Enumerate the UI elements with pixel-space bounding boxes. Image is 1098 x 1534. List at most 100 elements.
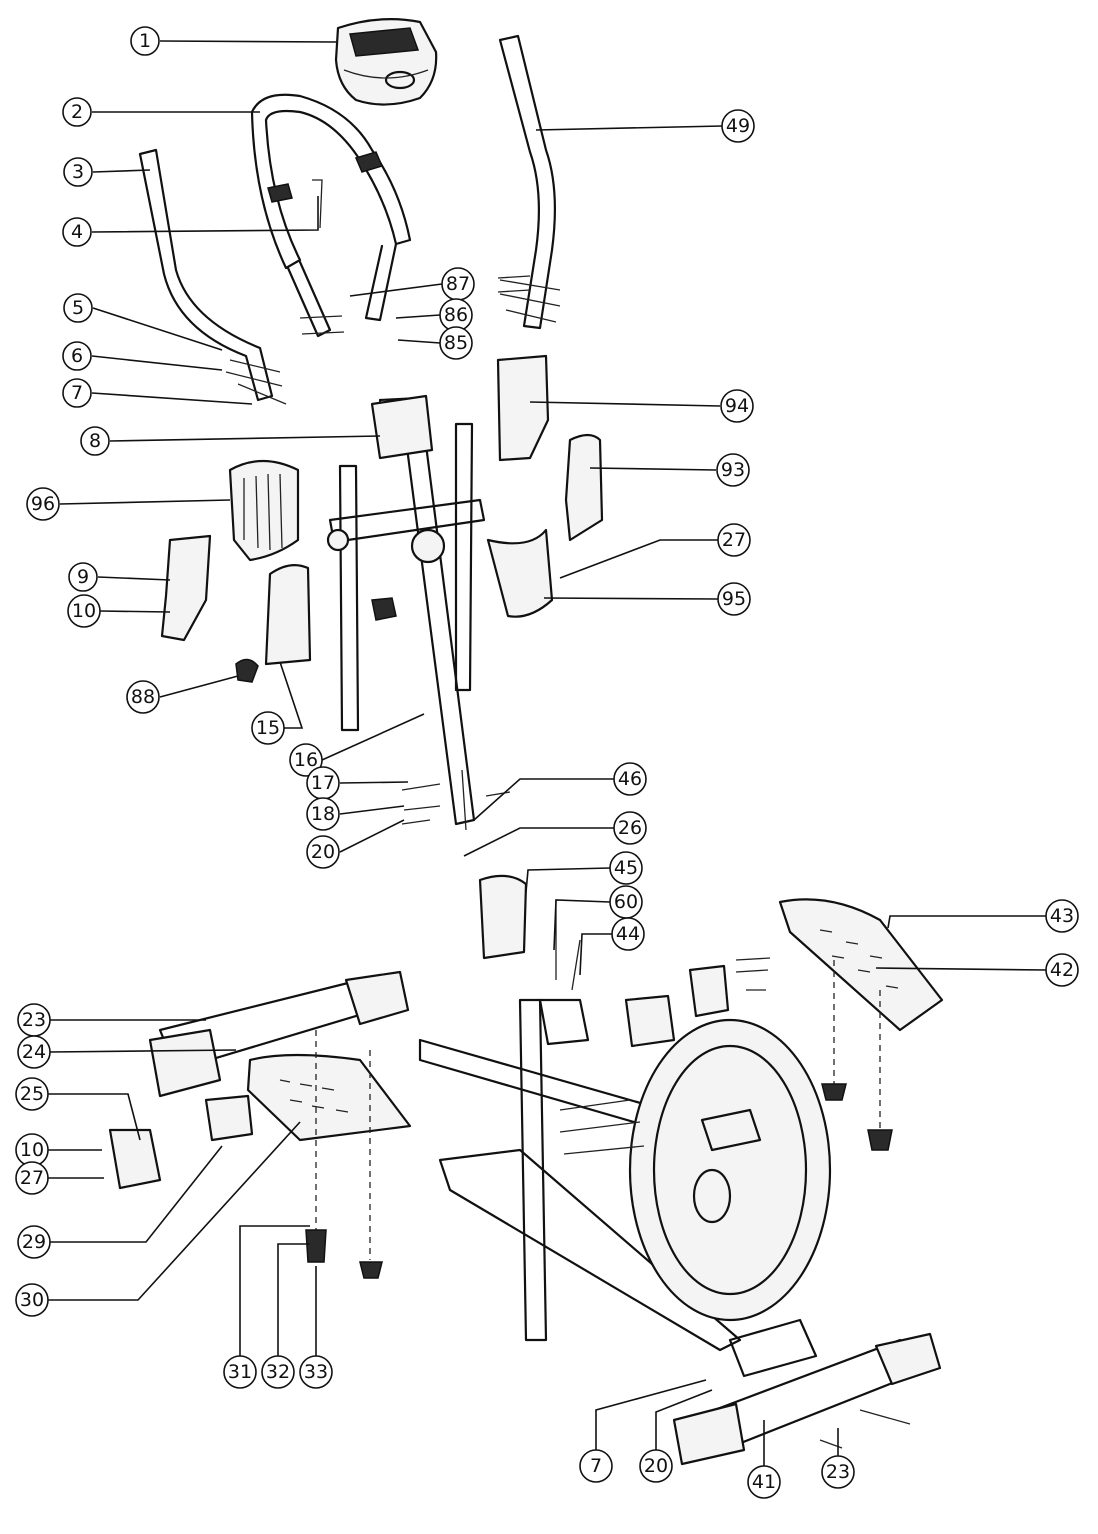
callout-87: 87 — [441, 267, 475, 301]
callout-85: 85 — [439, 326, 473, 360]
callout-7: 7 — [62, 378, 92, 408]
callout-45: 45 — [609, 851, 643, 885]
svg-text:8: 8 — [89, 430, 101, 452]
left-handle-arm-part — [138, 148, 287, 405]
callout-3: 3 — [63, 157, 93, 187]
svg-text:60: 60 — [614, 891, 638, 913]
svg-text:31: 31 — [228, 1361, 252, 1383]
right-covers-part — [371, 354, 604, 621]
callout-9: 9 — [68, 562, 98, 592]
console-part — [334, 18, 438, 106]
right-handle-arm-part — [498, 34, 561, 330]
callout-15: 15 — [251, 711, 285, 745]
svg-text:9: 9 — [77, 566, 89, 588]
callout-6: 6 — [62, 341, 92, 371]
svg-text:23: 23 — [826, 1461, 850, 1483]
callout-25: 25 — [15, 1077, 49, 1111]
svg-text:10: 10 — [20, 1139, 44, 1161]
svg-text:95: 95 — [722, 588, 746, 610]
callout-44: 44 — [611, 917, 645, 951]
rear-stabilizer-part — [672, 1318, 942, 1466]
callout-20-upper: 20 — [306, 835, 340, 869]
svg-text:93: 93 — [721, 459, 745, 481]
svg-text:94: 94 — [725, 395, 749, 417]
svg-text:6: 6 — [71, 345, 83, 367]
callout-24: 24 — [17, 1035, 51, 1069]
callout-20-lower: 20 — [639, 1449, 673, 1483]
svg-text:29: 29 — [22, 1231, 46, 1253]
svg-text:96: 96 — [31, 493, 55, 515]
svg-text:24: 24 — [22, 1041, 46, 1063]
svg-text:18: 18 — [311, 803, 335, 825]
callout-33: 33 — [299, 1355, 333, 1389]
upper-frame-part — [326, 394, 486, 826]
left-covers-part — [160, 460, 312, 683]
callout-2: 2 — [62, 97, 92, 127]
svg-text:4: 4 — [71, 221, 83, 243]
svg-text:1: 1 — [139, 30, 151, 52]
svg-text:23: 23 — [22, 1009, 46, 1031]
svg-text:41: 41 — [752, 1471, 776, 1493]
svg-text:43: 43 — [1050, 905, 1074, 927]
svg-text:42: 42 — [1050, 959, 1074, 981]
leader-lines — [48, 40, 1047, 1466]
callout-7-lower: 7 — [579, 1449, 613, 1483]
svg-text:25: 25 — [20, 1083, 44, 1105]
svg-text:17: 17 — [311, 772, 335, 794]
lower-frame-part — [418, 874, 832, 1352]
svg-text:27: 27 — [20, 1167, 44, 1189]
svg-text:87: 87 — [446, 273, 470, 295]
callout-32: 32 — [261, 1355, 295, 1389]
callout-94: 94 — [720, 389, 754, 423]
svg-text:44: 44 — [616, 923, 640, 945]
callout-43: 43 — [1045, 899, 1079, 933]
callout-30: 30 — [15, 1283, 49, 1317]
svg-text:16: 16 — [294, 749, 318, 771]
callout-88: 88 — [126, 680, 160, 714]
svg-text:7: 7 — [71, 382, 83, 404]
svg-text:7: 7 — [590, 1455, 602, 1477]
callout-16: 16 — [289, 743, 323, 777]
svg-text:86: 86 — [444, 304, 468, 326]
callout-46: 46 — [613, 762, 647, 796]
svg-text:46: 46 — [618, 768, 642, 790]
callout-5: 5 — [63, 293, 93, 323]
callout-26: 26 — [613, 811, 647, 845]
handlebar-part — [250, 93, 412, 338]
callout-27-upper: 27 — [717, 523, 751, 557]
callout-31: 31 — [223, 1355, 257, 1389]
svg-text:26: 26 — [618, 817, 642, 839]
callout-29: 29 — [17, 1225, 51, 1259]
callout-1: 1 — [130, 26, 160, 56]
callout-60: 60 — [609, 885, 643, 919]
svg-text:27: 27 — [722, 529, 746, 551]
callout-23-lower: 23 — [821, 1455, 855, 1489]
callout-layer: 1 2 3 4 5 6 7 8 96 9 10 88 15 16 17 18 2… — [15, 26, 1079, 1499]
svg-text:33: 33 — [304, 1361, 328, 1383]
svg-text:20: 20 — [311, 841, 335, 863]
svg-text:5: 5 — [72, 297, 84, 319]
callout-27-lower: 27 — [15, 1161, 49, 1195]
svg-text:15: 15 — [256, 717, 280, 739]
right-pedal-assembly-part — [624, 898, 944, 1151]
callout-4: 4 — [62, 217, 92, 247]
svg-text:30: 30 — [20, 1289, 44, 1311]
svg-text:32: 32 — [266, 1361, 290, 1383]
callout-42: 42 — [1045, 953, 1079, 987]
svg-text:45: 45 — [614, 857, 638, 879]
callout-49: 49 — [721, 109, 755, 143]
callout-95: 95 — [717, 582, 751, 616]
fasteners-part — [299, 275, 531, 831]
svg-text:2: 2 — [71, 101, 83, 123]
callout-41: 41 — [747, 1465, 781, 1499]
callout-10-upper: 10 — [67, 594, 101, 628]
callout-17: 17 — [306, 766, 340, 800]
callout-10-lower: 10 — [15, 1133, 49, 1167]
callout-18: 18 — [306, 797, 340, 831]
callout-96: 96 — [26, 487, 60, 521]
callout-93: 93 — [716, 453, 750, 487]
svg-text:85: 85 — [444, 332, 468, 354]
svg-text:49: 49 — [726, 115, 750, 137]
